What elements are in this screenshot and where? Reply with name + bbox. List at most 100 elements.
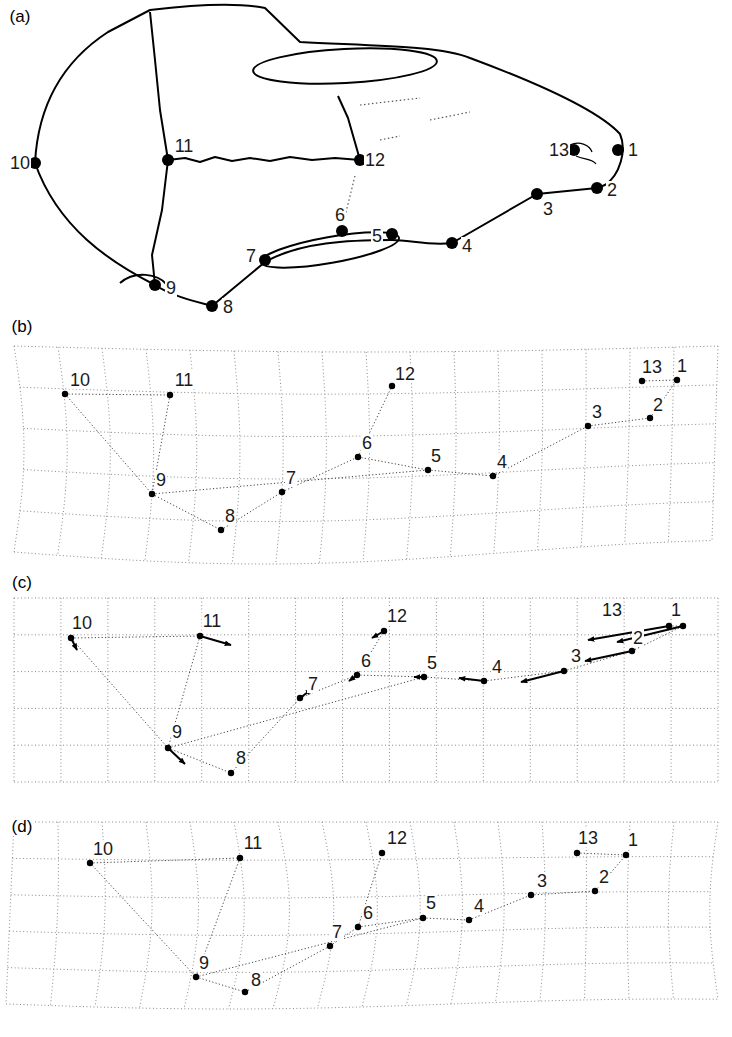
landmark-dot xyxy=(149,279,161,291)
landmark-number: 2 xyxy=(606,181,618,199)
landmark-number: 10 xyxy=(92,840,114,858)
landmark-dot xyxy=(639,378,645,384)
landmark-dot xyxy=(481,678,487,684)
landmark-dot xyxy=(425,467,431,473)
landmark-link xyxy=(90,863,196,977)
displacement-arrow xyxy=(588,626,669,640)
landmark-link xyxy=(357,675,424,677)
landmark-link xyxy=(90,858,240,863)
landmark-dot xyxy=(62,391,68,397)
landmark-dot xyxy=(386,228,398,240)
grid-line xyxy=(585,822,587,1000)
landmark-dot xyxy=(647,415,653,421)
landmark-dot xyxy=(297,695,303,701)
grid-line xyxy=(318,822,334,1008)
landmark-dot xyxy=(446,237,458,249)
landmark-link xyxy=(196,918,423,977)
grid-line xyxy=(389,598,390,782)
grid-line xyxy=(248,598,249,782)
landmark-number: 1 xyxy=(670,601,682,619)
grid-line xyxy=(107,598,108,782)
grid-line xyxy=(451,822,462,1004)
landmark-dot xyxy=(149,491,155,497)
landmark-number: 8 xyxy=(222,298,234,316)
landmark-link xyxy=(531,891,595,895)
suture-line xyxy=(338,96,360,160)
landmark-number: 6 xyxy=(361,434,373,452)
grid-line xyxy=(625,348,630,544)
landmark-number: 8 xyxy=(250,971,262,989)
grid-line xyxy=(712,346,718,541)
grid-line xyxy=(58,347,68,555)
landmark-number: 3 xyxy=(570,647,582,665)
landmark-link xyxy=(168,636,200,748)
landmark-number: 1 xyxy=(676,357,688,375)
landmark-link xyxy=(282,457,358,492)
landmark-dot xyxy=(379,850,385,856)
landmark-number: 12 xyxy=(364,151,386,169)
landmark-link xyxy=(428,470,493,476)
grid-line xyxy=(24,463,715,479)
grid-line xyxy=(496,822,505,1002)
landmark-number: 6 xyxy=(360,652,372,670)
landmark-number: 11 xyxy=(174,137,195,155)
landmark-number: 5 xyxy=(425,894,437,912)
landmark-number: 3 xyxy=(542,200,554,218)
grid-line xyxy=(6,999,718,1009)
grid-line xyxy=(14,598,15,782)
grid-line xyxy=(624,598,625,782)
landmark-number: 6 xyxy=(334,206,346,224)
landmark-dot xyxy=(612,144,624,156)
landmark-dot xyxy=(531,188,543,200)
landmark-number: 7 xyxy=(331,923,343,941)
landmark-number: 10 xyxy=(9,154,31,172)
landmark-dot xyxy=(206,300,218,312)
displacement-arrow xyxy=(168,748,185,764)
suture-line xyxy=(150,12,168,160)
landmark-dot xyxy=(561,668,567,674)
landmark-link xyxy=(300,675,357,698)
landmark-dot xyxy=(381,628,387,634)
grid-line xyxy=(718,598,719,782)
grid-line xyxy=(540,822,545,1001)
grid-line xyxy=(407,352,413,560)
landmark-dot xyxy=(279,489,285,495)
landmark-number: 13 xyxy=(548,141,570,159)
landmark-dot xyxy=(623,852,629,858)
grid-line xyxy=(145,349,154,560)
landmark-link xyxy=(358,457,428,470)
grid-line xyxy=(276,352,283,564)
landmark-link xyxy=(168,748,231,773)
grid-line xyxy=(342,598,343,782)
landmark-dot xyxy=(259,254,271,266)
landmark-dot xyxy=(666,623,672,629)
displacement-arrow xyxy=(200,636,231,645)
landmark-link xyxy=(65,394,152,494)
displacement-arrow xyxy=(521,671,564,682)
landmark-link xyxy=(152,494,221,530)
grid-line xyxy=(450,352,456,557)
landmark-number: 9 xyxy=(155,471,167,489)
landmark-number: 2 xyxy=(632,629,644,647)
grid-line xyxy=(140,822,153,1008)
landmark-number: 8 xyxy=(224,507,236,525)
landmark-link xyxy=(65,394,170,395)
skull-outline xyxy=(35,5,623,306)
landmark-number: 6 xyxy=(362,904,374,922)
landmark-link xyxy=(168,677,424,748)
grid-line xyxy=(154,598,155,782)
landmark-dot xyxy=(355,454,361,460)
landmark-number: 10 xyxy=(69,371,91,389)
landmark-dot xyxy=(585,423,591,429)
grid-line xyxy=(14,346,24,552)
landmark-dot xyxy=(528,892,534,898)
landmark-link xyxy=(231,698,300,773)
landmark-dot xyxy=(228,770,234,776)
landmark-dot xyxy=(336,225,348,237)
landmark-number: 9 xyxy=(171,723,183,741)
grid-line xyxy=(363,352,370,562)
landmark-number: 13 xyxy=(641,358,663,376)
landmark-link xyxy=(595,855,626,891)
panel-letter: (c) xyxy=(11,574,33,591)
landmark-dot xyxy=(574,850,580,856)
